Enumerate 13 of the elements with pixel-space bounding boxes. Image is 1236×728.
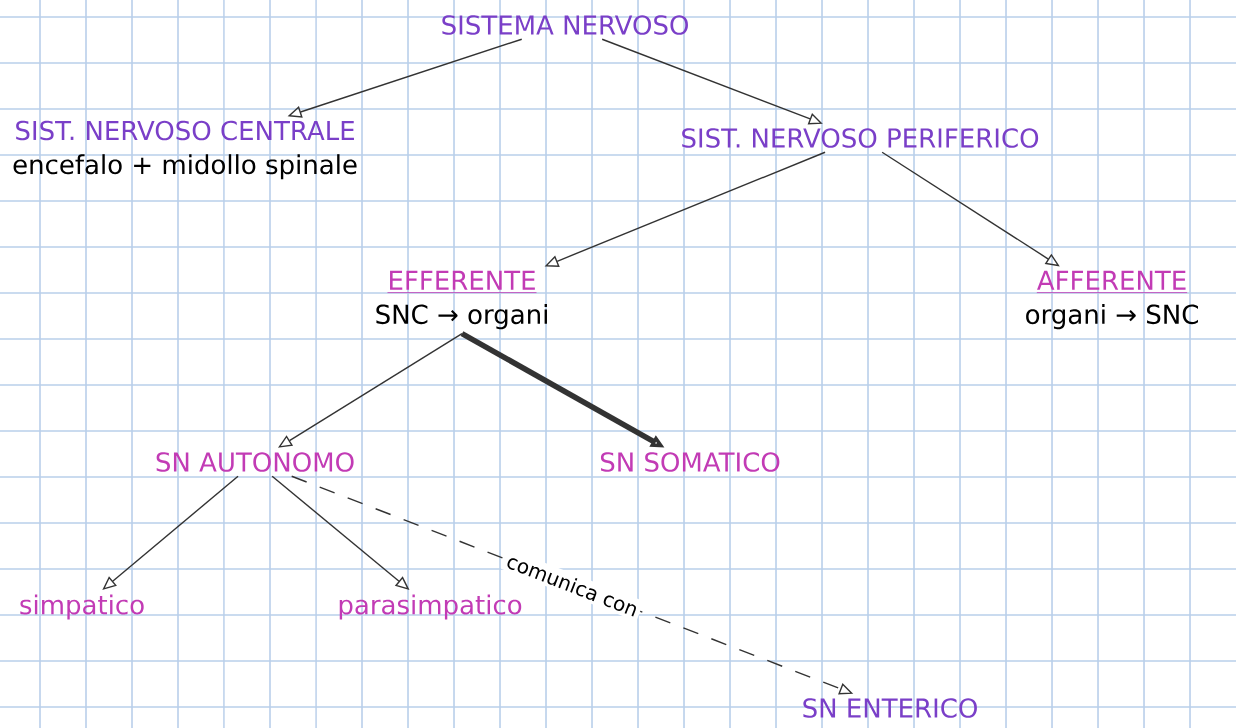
heading-text: simpatico bbox=[20, 594, 144, 620]
arrow bbox=[102, 475, 239, 590]
body-text: SNC → organi bbox=[376, 304, 547, 330]
heading-text: SN SOMATICO bbox=[600, 452, 780, 472]
heading-text: SIST. NERVOSO PERIFERICO bbox=[682, 128, 1039, 148]
heading-text: EFFERENTE bbox=[387, 270, 537, 293]
body-text: organi → SNC bbox=[1026, 304, 1198, 330]
heading-text: SISTEMA NERVOSO bbox=[442, 15, 688, 35]
heading-text: SN ENTERICO bbox=[803, 698, 977, 718]
heading-text: AFFERENTE bbox=[1036, 270, 1188, 293]
body-text: encefalo + midollo spinale bbox=[13, 154, 357, 180]
heading-text: SN AUTONOMO bbox=[156, 452, 354, 472]
heading-text: SIST. NERVOSO CENTRALE bbox=[16, 120, 354, 141]
